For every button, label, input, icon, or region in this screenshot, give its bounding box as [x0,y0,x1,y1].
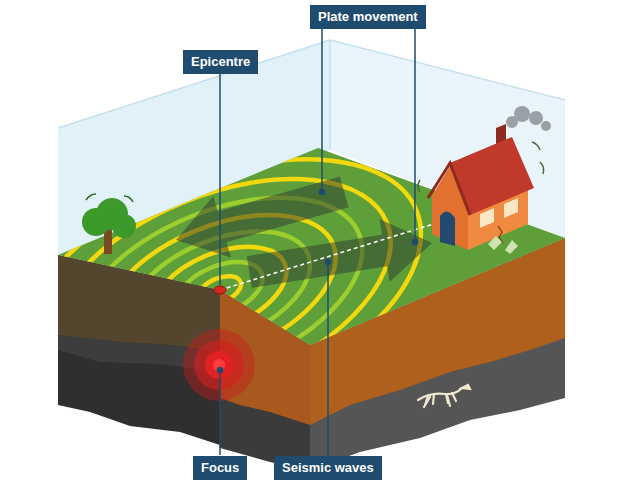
roof-edge [428,163,470,215]
smoke [529,111,543,125]
debris [488,236,518,254]
leader-dot [320,190,325,195]
house-window [504,198,518,218]
leader-line [327,264,329,455]
wave-ring [0,107,459,474]
house-window [480,208,494,228]
smoke [541,121,551,131]
leader-lines [218,29,418,455]
plate-arrow [244,211,437,303]
focus-ring [183,329,255,401]
leader-dot [413,240,418,245]
shake-mark [86,194,133,202]
leader-line [321,29,323,190]
callout-label: Plate movement [310,5,426,29]
focus-marker [183,329,255,401]
seismic-wave-rings [0,107,459,474]
tree [82,194,136,254]
shake-mark [418,142,544,192]
callout-text: Plate movement [318,9,418,25]
tree-crown [112,214,136,238]
plate-arrows [167,161,437,304]
house [418,106,551,250]
callout-text: Seismic waves [282,460,374,476]
debris-piece [505,240,518,254]
panel-edge [58,40,565,128]
focus-ring [205,351,233,379]
leader-dot [326,260,331,265]
callout-label: Epicentre [183,50,258,74]
debris-piece [488,236,502,250]
panel-edge [329,40,331,150]
leader-dot [218,368,223,373]
callout-text: Focus [201,460,239,476]
fossil-skeleton [418,385,470,407]
epicentre-dot [214,286,226,294]
fossil-skull [462,385,470,389]
callout-text: Epicentre [191,54,250,70]
house-roof [450,137,534,215]
leader-line [414,29,416,240]
callout-label: Seismic waves [274,456,382,480]
focus-ring [194,340,244,390]
fossil-legs [424,395,450,407]
fault-line [220,222,440,290]
smoke [514,106,530,122]
leader-line [219,372,221,455]
house-door [440,211,455,246]
leader-line [219,74,221,285]
callout-label: Focus [193,456,247,480]
